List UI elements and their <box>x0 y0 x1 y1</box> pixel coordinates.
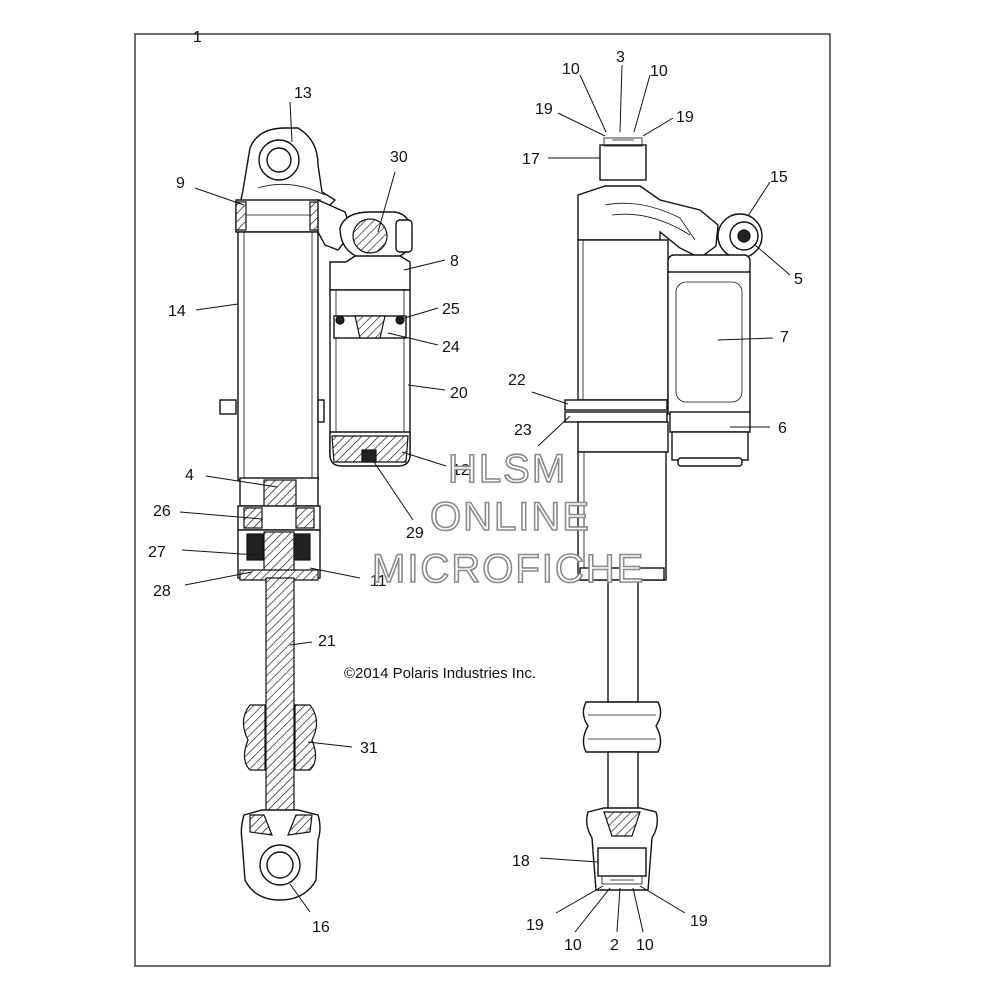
callout-25: 25 <box>442 301 460 318</box>
callout-26: 26 <box>153 503 171 520</box>
callout-28: 28 <box>153 583 171 600</box>
callout-19-bottom-right: 19 <box>690 913 708 930</box>
callout-15: 15 <box>770 169 788 186</box>
callout-19-bottom-left: 19 <box>526 917 544 934</box>
callout-10-top-right: 10 <box>650 63 668 80</box>
callout-18: 18 <box>512 853 530 870</box>
watermark: HLSM ONLINE MICROFICHE <box>371 446 645 592</box>
callout-29: 29 <box>406 525 424 542</box>
callout-2: 2 <box>610 937 619 954</box>
callout-20: 20 <box>450 385 468 402</box>
left-shock-cutaway <box>219 127 413 901</box>
watermark-line-3: MICROFICHE <box>372 547 645 591</box>
callout-10-bottom-left: 10 <box>564 937 582 954</box>
watermark-line-2: ONLINE <box>430 495 591 539</box>
callout-30: 30 <box>390 149 408 166</box>
callout-9: 9 <box>176 175 185 192</box>
callout-12: 12 <box>452 462 470 479</box>
copyright-notice: ©2014 Polaris Industries Inc. <box>344 665 536 682</box>
watermark-line-1: HLSM <box>448 447 567 491</box>
callout-24: 24 <box>442 339 460 356</box>
callout-10-bottom-right: 10 <box>636 937 654 954</box>
callout-5: 5 <box>794 271 803 288</box>
callout-27: 27 <box>148 544 166 561</box>
callout-13: 13 <box>294 85 312 102</box>
callout-labels: 1 13 9 30 8 14 25 24 20 12 29 4 26 27 28… <box>148 29 803 954</box>
callout-16: 16 <box>312 919 330 936</box>
callout-7: 7 <box>780 329 789 346</box>
right-shock-exterior <box>564 137 763 891</box>
callout-22: 22 <box>508 372 526 389</box>
callout-14: 14 <box>168 303 186 320</box>
callout-3: 3 <box>616 49 625 66</box>
callout-4: 4 <box>185 467 194 484</box>
callout-11: 11 <box>370 573 387 590</box>
callout-8: 8 <box>450 253 459 270</box>
callout-17: 17 <box>522 151 540 168</box>
callout-31: 31 <box>360 740 378 757</box>
callout-19-top-right: 19 <box>676 109 694 126</box>
callout-10-top-left: 10 <box>562 61 580 78</box>
diagram-frame <box>134 33 831 967</box>
callout-19-top-left: 19 <box>535 101 553 118</box>
leader-lines <box>179 64 791 933</box>
callout-21: 21 <box>318 633 336 650</box>
callout-23: 23 <box>514 422 532 439</box>
callout-6: 6 <box>778 420 787 437</box>
callout-1: 1 <box>193 29 202 46</box>
